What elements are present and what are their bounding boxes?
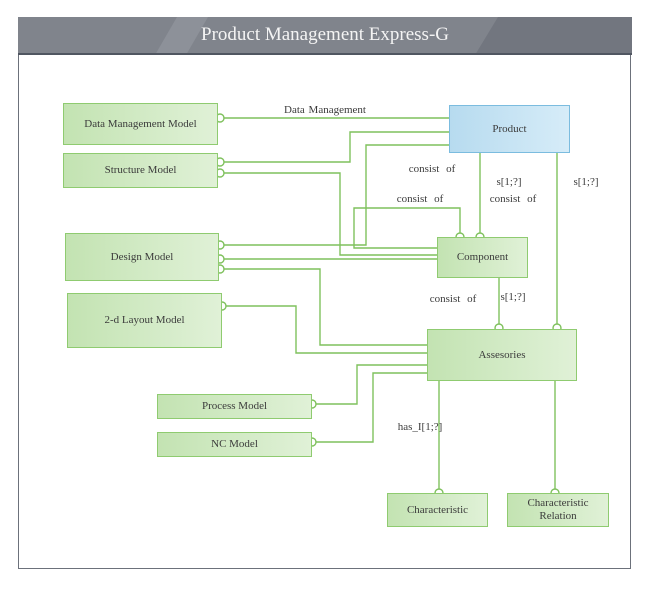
entity-label: Process Model bbox=[201, 400, 268, 412]
relation-label-data-management: Data Management bbox=[284, 104, 366, 116]
relation-label-consist-of: consist of bbox=[429, 293, 477, 305]
entity-nc-model[interactable]: NC Model bbox=[157, 432, 312, 457]
entity-process-model[interactable]: Process Model bbox=[157, 394, 312, 419]
entity-label: Data Management Model bbox=[84, 117, 197, 130]
wire-nc-assesories[interactable] bbox=[316, 372, 427, 443]
entity-label: Structure Model bbox=[104, 164, 177, 176]
entity-label: 2-d Layout Model bbox=[104, 314, 185, 326]
entity-label: Component bbox=[456, 251, 509, 263]
entity-product[interactable]: Product bbox=[449, 105, 570, 153]
header-decoration bbox=[156, 17, 632, 53]
relation-label-consist-of: consist of bbox=[489, 193, 537, 205]
entity-label: Assesories bbox=[478, 348, 526, 361]
wire-structure-component[interactable] bbox=[224, 172, 437, 256]
diagram-header: Product Management Express-G bbox=[18, 17, 632, 55]
entity-label: Characteristic Relation bbox=[527, 497, 589, 522]
relation-label-set: s[1;?] bbox=[500, 291, 526, 303]
relation-label-consist-of: consist of bbox=[408, 163, 456, 175]
entity-assesories[interactable]: Assesories bbox=[427, 329, 577, 381]
entity-label: Product bbox=[492, 122, 527, 135]
relation-label-set: s[1;?] bbox=[573, 176, 599, 188]
wire-design-product[interactable] bbox=[224, 144, 449, 246]
entity-structure-model[interactable]: Structure Model bbox=[63, 153, 218, 188]
entity-component[interactable]: Component bbox=[437, 237, 528, 278]
relation-label-has-i: has_I[1;?] bbox=[397, 421, 443, 433]
header-stripe-dark bbox=[476, 17, 632, 53]
wire-design-assesories[interactable] bbox=[224, 268, 427, 346]
entity-characteristic-relation[interactable]: Characteristic Relation bbox=[507, 493, 609, 527]
wire-component-self-loop[interactable] bbox=[353, 207, 461, 249]
entity-label: Design Model bbox=[110, 250, 174, 263]
entity-characteristic[interactable]: Characteristic bbox=[387, 493, 488, 527]
entity-2d-layout-model[interactable]: 2-d Layout Model bbox=[67, 293, 222, 348]
entity-data-management-model[interactable]: Data Management Model bbox=[63, 103, 218, 145]
wire-layout-assesories[interactable] bbox=[226, 305, 427, 354]
header-stripe-light bbox=[156, 17, 208, 53]
relation-label-set: s[1;?] bbox=[496, 176, 522, 188]
wire-process-assesories[interactable] bbox=[316, 364, 427, 405]
diagram-title: Product Management Express-G bbox=[201, 24, 449, 45]
entity-design-model[interactable]: Design Model bbox=[65, 233, 219, 281]
relation-label-consist-of: consist of bbox=[396, 193, 444, 205]
wire-structure-product[interactable] bbox=[224, 131, 449, 163]
entity-label: Characteristic bbox=[406, 503, 469, 516]
entity-label: NC Model bbox=[211, 438, 258, 450]
